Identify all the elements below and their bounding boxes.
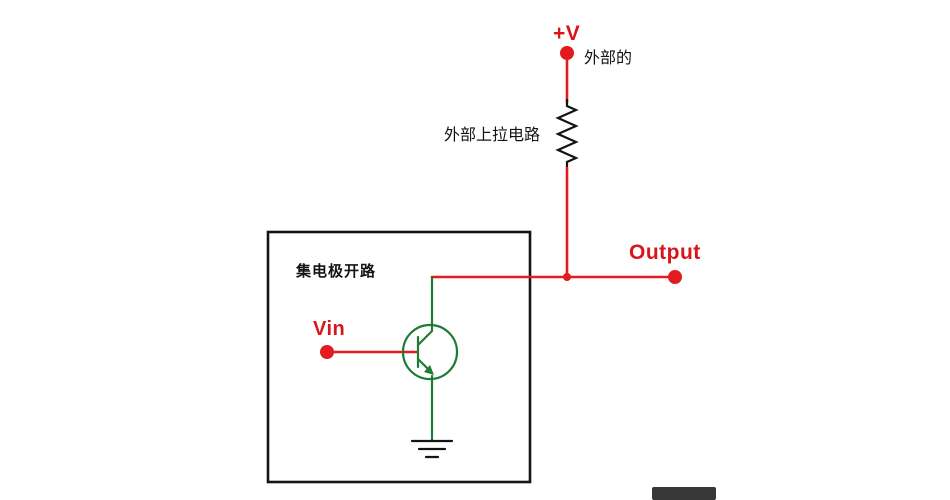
- supply-note-label: 外部的: [584, 49, 632, 67]
- input-node-dot: [320, 345, 334, 359]
- npn-transistor-icon: [401, 323, 459, 381]
- ground-icon: [410, 439, 454, 459]
- supply-voltage-label: +V: [553, 22, 580, 45]
- transistor-emitter-arrow: [424, 365, 434, 375]
- supply-node-dot: [560, 46, 574, 60]
- junction-dot: [563, 273, 571, 281]
- ic-box: [266, 230, 532, 484]
- input-label: Vin: [313, 318, 345, 340]
- transistor-body-circle: [401, 323, 459, 381]
- output-label: Output: [629, 241, 701, 264]
- pullup-resistor-icon: [555, 98, 579, 170]
- box-note-label: 集电极开路: [295, 262, 376, 280]
- output-node-dot: [668, 270, 682, 284]
- watermark-badge: [652, 487, 716, 500]
- pullup-note-label: 外部上拉电路: [444, 126, 540, 144]
- transistor-collector-diag: [416, 329, 434, 347]
